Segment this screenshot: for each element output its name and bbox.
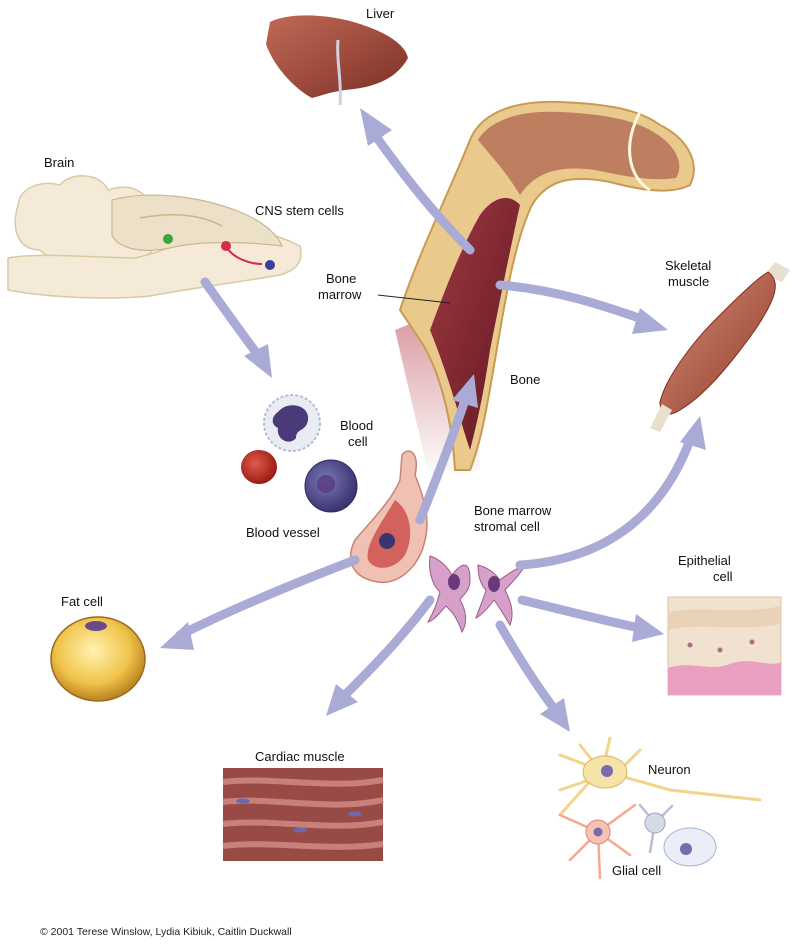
cns-stem-cell-green xyxy=(163,234,173,244)
neuron-illustration xyxy=(558,736,762,817)
liver-vessel xyxy=(336,39,342,106)
vessel-cell xyxy=(379,533,395,549)
muscle-belly xyxy=(659,271,776,415)
arrow-to-skeletal-muscle xyxy=(495,280,650,325)
cardiac-nucleus-3 xyxy=(348,811,362,817)
labels: Liver Brain CNS stem cells Bone marrow S… xyxy=(40,6,733,938)
bone-marrow-cavity xyxy=(430,197,520,450)
epithelial-nucleus-2 xyxy=(717,647,723,653)
cardiac-nucleus-1 xyxy=(236,798,250,804)
blood-vessel-illustration xyxy=(349,450,428,583)
blood-cells-illustration xyxy=(241,394,358,513)
arrow-head-skeletal-2 xyxy=(680,416,706,450)
label-bone-marrow-1: Bone xyxy=(326,271,356,286)
astrocyte-processes xyxy=(558,803,637,880)
epithelial-nucleus-3 xyxy=(749,639,755,645)
brain-ventricle xyxy=(139,214,223,227)
lymphocyte-granule xyxy=(317,475,335,493)
arrow-to-cardiac xyxy=(340,595,435,700)
arrow-stromal-to-skeletal xyxy=(515,435,695,570)
arrow-head-epithelial xyxy=(632,614,664,642)
epithelial-nucleus-1 xyxy=(687,642,693,648)
bone-spongy-head xyxy=(478,111,680,195)
stromal-cell-left xyxy=(426,555,471,634)
label-skeletal-2: muscle xyxy=(668,274,709,289)
arrow-to-liver xyxy=(370,130,475,255)
arrow-head-bone xyxy=(452,374,478,408)
label-brain: Brain xyxy=(44,155,74,170)
cardiac-fiber-3 xyxy=(222,819,384,829)
credit-line: © 2001 Terese Winslow, Lydia Kibiuk, Cai… xyxy=(40,926,292,938)
brain-cerebellum xyxy=(111,194,283,251)
label-fat-cell: Fat cell xyxy=(61,594,103,609)
neuron-nucleus xyxy=(601,765,613,777)
label-skeletal-1: Skeletal xyxy=(665,258,711,273)
epithelial-surface-layers xyxy=(668,606,781,630)
cns-stem-cell-blue xyxy=(265,260,275,270)
liver-illustration xyxy=(266,15,408,106)
arrow-to-epithelial xyxy=(517,595,645,633)
arrow-vessel-to-bone xyxy=(415,395,470,525)
cardiac-fiber-4 xyxy=(222,841,384,850)
label-liver: Liver xyxy=(366,6,395,21)
fat-cell-body xyxy=(50,616,146,702)
cardiac-fiber-1 xyxy=(222,777,384,787)
stromal-cell-right xyxy=(475,564,527,627)
label-cardiac-muscle: Cardiac muscle xyxy=(255,749,345,764)
label-blood-cell-2: cell xyxy=(348,434,368,449)
glial-cell-illustration xyxy=(558,803,717,880)
arrow-head-liver xyxy=(360,108,392,146)
fat-cell-illustration xyxy=(50,616,146,702)
stromal-cells-illustration xyxy=(426,555,527,634)
bone-cut-line xyxy=(628,111,651,192)
label-glial-cell: Glial cell xyxy=(612,863,661,878)
label-bone-marrow-2: marrow xyxy=(318,287,362,302)
arrow-head-neuron xyxy=(540,698,570,732)
arrow-brain-to-blood xyxy=(200,277,263,360)
arrow-head-blood xyxy=(244,344,272,378)
cardiac-muscle-illustration xyxy=(222,768,384,861)
skeletal-muscle-illustration xyxy=(650,262,790,432)
fat-cell-nucleus xyxy=(85,621,107,631)
muscle-tendon-bottom xyxy=(650,404,672,432)
cardiac-nucleus-2 xyxy=(293,827,307,833)
differentiation-arrows xyxy=(160,108,706,732)
red-blood-cell xyxy=(241,450,277,484)
neuron-dendrites xyxy=(558,736,762,817)
arrow-to-fat-cell xyxy=(175,555,360,640)
epithelial-basal-layer xyxy=(668,661,781,695)
label-blood-vessel: Blood vessel xyxy=(246,525,320,540)
arrow-head-cardiac xyxy=(326,684,358,716)
microglia-nucleus xyxy=(680,843,692,855)
label-neuron: Neuron xyxy=(648,762,691,777)
brain-illustration xyxy=(7,175,302,299)
stromal-cell-right-nucleus xyxy=(488,576,500,592)
arrow-head-fat xyxy=(160,622,194,650)
white-blood-cell-nucleus xyxy=(272,405,309,442)
label-epithelial-1: Epithelial xyxy=(678,553,731,568)
label-cns-stem-cells: CNS stem cells xyxy=(255,203,344,218)
astrocyte-nucleus xyxy=(593,827,603,837)
arrow-head-skeletal xyxy=(632,308,668,334)
label-stromal-1: Bone marrow xyxy=(474,503,552,518)
epithelial-illustration xyxy=(667,596,782,696)
label-blood-cell-1: Blood xyxy=(340,418,373,433)
arrow-to-neuron xyxy=(495,620,560,715)
bone-marrow-leader xyxy=(377,294,451,304)
label-bone: Bone xyxy=(510,372,540,387)
cns-stem-cell-path xyxy=(225,245,263,265)
label-epithelial-2: cell xyxy=(713,569,733,584)
stromal-cell-left-nucleus xyxy=(448,574,460,590)
oligodendrocyte-body xyxy=(644,812,666,834)
label-stromal-2: stromal cell xyxy=(474,519,540,534)
